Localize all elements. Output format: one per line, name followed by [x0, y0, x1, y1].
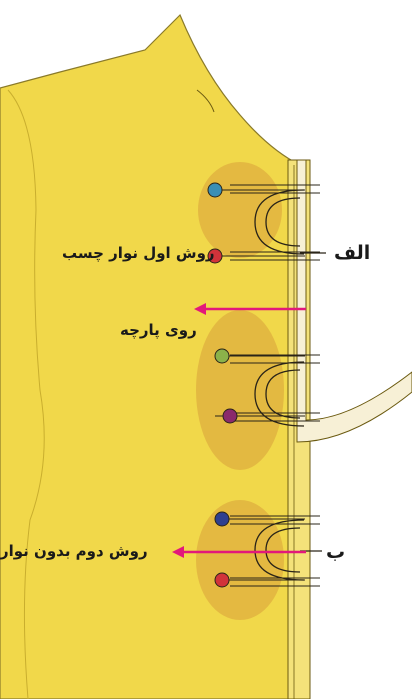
tape-strip: [297, 160, 412, 442]
pin-purple-middle: [223, 409, 237, 423]
pin-red-bottom: [215, 573, 229, 587]
label-fabric-face: روی پارچه: [120, 323, 197, 338]
label-be: ب: [326, 543, 345, 562]
label-alef: الف: [334, 244, 370, 263]
label-method-two: روش دوم بدون نوار: [0, 544, 148, 559]
pin-blue-top: [208, 183, 222, 197]
pin-green-middle: [215, 349, 229, 363]
label-method-one: روش اول نوار چسب: [62, 246, 215, 261]
pin-navy-bottom: [215, 512, 229, 526]
